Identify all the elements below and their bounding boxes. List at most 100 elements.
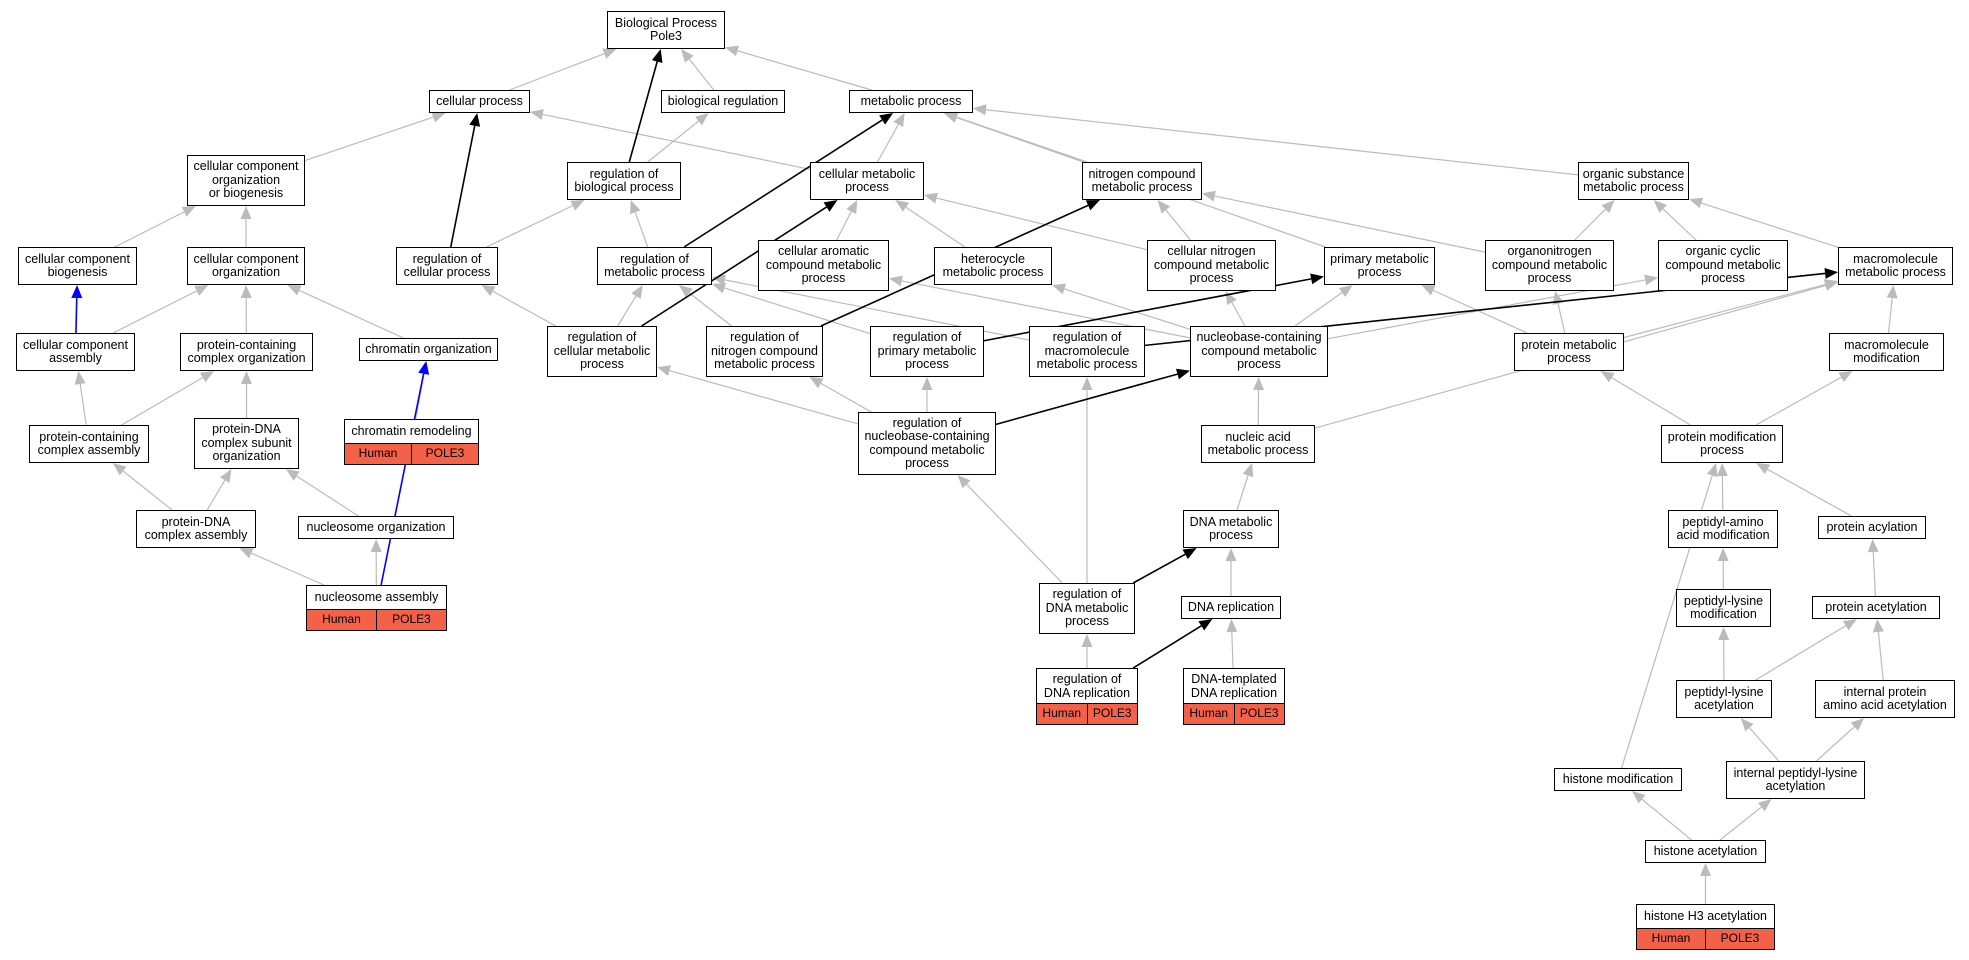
go-term-label: nucleobase-containing compound metabolic… bbox=[1196, 330, 1322, 372]
go-term-node[interactable]: regulation of DNA metabolic process bbox=[1039, 583, 1135, 634]
go-term-node[interactable]: internal protein amino acid acetylation bbox=[1815, 680, 1955, 718]
edge-is-a bbox=[617, 295, 637, 327]
edge-arrowhead bbox=[1824, 280, 1838, 291]
go-term-label: regulation of biological process bbox=[574, 166, 674, 194]
go-term-label: protein acylation bbox=[1826, 519, 1918, 534]
edge-part-of bbox=[75, 297, 78, 334]
go-term-node[interactable]: cellular aromatic compound metabolic pro… bbox=[758, 240, 889, 291]
go-term-node[interactable]: organonitrogen compound metabolic proces… bbox=[1485, 240, 1614, 291]
edge-arrowhead bbox=[879, 113, 894, 125]
edge-arrowhead bbox=[889, 275, 903, 287]
edge-arrowhead bbox=[1600, 371, 1615, 383]
go-term-label: DNA-templated DNA replication bbox=[1190, 672, 1278, 700]
edge-arrowhead bbox=[823, 200, 838, 212]
go-term-node[interactable]: DNA replication bbox=[1181, 596, 1281, 619]
go-term-node[interactable]: cellular metabolic process bbox=[810, 162, 924, 200]
go-term-node[interactable]: macromolecule metabolic process bbox=[1838, 247, 1953, 285]
edge-is-a bbox=[509, 53, 605, 91]
edge-is-a bbox=[1236, 475, 1249, 511]
go-term-node[interactable]: nucleobase-containing compound metabolic… bbox=[1190, 326, 1328, 377]
edge-is-a bbox=[905, 206, 966, 248]
go-term-node[interactable]: cellular process bbox=[429, 90, 530, 113]
edge-is-a bbox=[1611, 377, 1691, 426]
go-term-label: biological regulation bbox=[667, 93, 779, 108]
go-term-node[interactable]: protein metabolic process bbox=[1514, 333, 1624, 371]
go-term-node[interactable]: nucleosome organization bbox=[298, 516, 454, 539]
edge-arrowhead bbox=[1740, 718, 1754, 732]
gene-tag: POLE3 bbox=[376, 610, 446, 630]
go-term-node[interactable]: nitrogen compound metabolic process bbox=[1082, 162, 1202, 200]
go-term-node[interactable]: chromatin organization bbox=[359, 338, 498, 361]
edge-is-a bbox=[936, 197, 1148, 251]
go-term-node[interactable]: cellular component biogenesis bbox=[18, 247, 137, 285]
species-tag: Human bbox=[358, 446, 398, 461]
edge-is-a bbox=[1887, 297, 1893, 334]
go-term-node[interactable]: Biological Process Pole3 bbox=[607, 11, 725, 49]
go-term-node[interactable]: peptidyl-amino acid modification bbox=[1668, 510, 1778, 548]
go-term-node[interactable]: peptidyl-lysine acetylation bbox=[1676, 680, 1772, 718]
go-term-node[interactable]: protein-DNA complex assembly bbox=[136, 510, 256, 548]
go-term-node[interactable]: regulation of macromolecule metabolic pr… bbox=[1029, 326, 1145, 377]
edge-arrowhead bbox=[1653, 200, 1667, 213]
go-term-label: cellular component organization bbox=[193, 251, 299, 279]
edge-arrowhead bbox=[846, 200, 858, 215]
go-term-node[interactable]: protein modification process bbox=[1661, 425, 1783, 463]
edge-arrowhead bbox=[469, 113, 481, 127]
edge-arrowhead bbox=[220, 469, 232, 483]
edge-arrowhead bbox=[570, 200, 585, 211]
go-term-label: cellular component biogenesis bbox=[25, 251, 130, 279]
edge-arrowhead bbox=[1202, 190, 1216, 202]
go-term-node[interactable]: protein-containing complex assembly bbox=[29, 425, 149, 463]
go-term-node[interactable]: nucleic acid metabolic process bbox=[1201, 425, 1315, 463]
go-term-node[interactable]: cellular nitrogen compound metabolic pro… bbox=[1147, 240, 1276, 291]
go-term-label: cellular component assembly bbox=[23, 337, 128, 365]
go-term-node[interactable]: histone modification bbox=[1554, 768, 1682, 791]
go-term-node[interactable]: regulation of nitrogen compound metaboli… bbox=[706, 326, 823, 377]
edge-is-a bbox=[1231, 302, 1246, 327]
go-term-node[interactable]: peptidyl-lysine modification bbox=[1676, 589, 1771, 627]
species-tag: Human bbox=[322, 612, 361, 627]
go-term-node[interactable]: protein acylation bbox=[1818, 516, 1926, 539]
go-term-node[interactable]: cellular component organization or bioge… bbox=[187, 155, 305, 206]
go-term-node[interactable]: macromolecule modification bbox=[1829, 333, 1944, 371]
edge-regulates bbox=[641, 206, 827, 327]
edge-arrowhead bbox=[1758, 799, 1772, 812]
edge-arrowhead bbox=[1717, 548, 1729, 561]
edge-arrowhead bbox=[1081, 377, 1093, 390]
go-term-node[interactable]: primary metabolic process bbox=[1324, 247, 1435, 285]
go-term-node[interactable]: cellular component assembly bbox=[16, 333, 135, 371]
go-term-node[interactable]: biological regulation bbox=[661, 90, 785, 113]
gene-tag: POLE3 bbox=[1086, 704, 1138, 724]
go-term-label: cellular metabolic process bbox=[818, 166, 916, 194]
go-term-node[interactable]: protein-DNA complex subunit organization bbox=[194, 418, 299, 469]
go-term-node[interactable]: organic cyclic compound metabolic proces… bbox=[1658, 240, 1788, 291]
go-term-node[interactable]: regulation of cellular metabolic process bbox=[547, 326, 657, 377]
go-term-node[interactable]: DNA metabolic process bbox=[1183, 510, 1279, 548]
go-term-node[interactable]: regulation of metabolic process bbox=[597, 247, 712, 285]
go-term-node[interactable]: organic substance metabolic process bbox=[1578, 162, 1689, 200]
go-term-node[interactable]: regulation of cellular process bbox=[396, 247, 498, 285]
go-term-node[interactable]: protein acetylation bbox=[1812, 596, 1940, 619]
edge-arrowhead bbox=[712, 282, 727, 294]
go-term-node[interactable]: regulation of primary metabolic process bbox=[870, 326, 984, 377]
go-term-node[interactable]: regulation of nucleobase-containing comp… bbox=[858, 412, 996, 475]
go-term-label: Biological Process Pole3 bbox=[614, 15, 718, 43]
go-term-label: histone H3 acetylation bbox=[1644, 909, 1767, 924]
go-term-node[interactable]: metabolic process bbox=[849, 90, 973, 113]
go-term-node[interactable]: internal peptidyl-lysine acetylation bbox=[1726, 761, 1865, 799]
go-term-node[interactable]: protein-containing complex organization bbox=[180, 333, 313, 371]
edge-arrowhead bbox=[194, 285, 209, 296]
edge-is-a bbox=[1719, 806, 1762, 841]
edge-is-a bbox=[1662, 208, 1697, 241]
go-term-node[interactable]: regulation of biological process bbox=[567, 162, 681, 200]
go-term-node[interactable]: heterocycle metabolic process bbox=[934, 247, 1052, 285]
go-term-node[interactable]: cellular component organization bbox=[187, 247, 305, 285]
go-term-node[interactable]: histone acetylation bbox=[1645, 840, 1766, 863]
edge-is-a bbox=[122, 470, 173, 511]
